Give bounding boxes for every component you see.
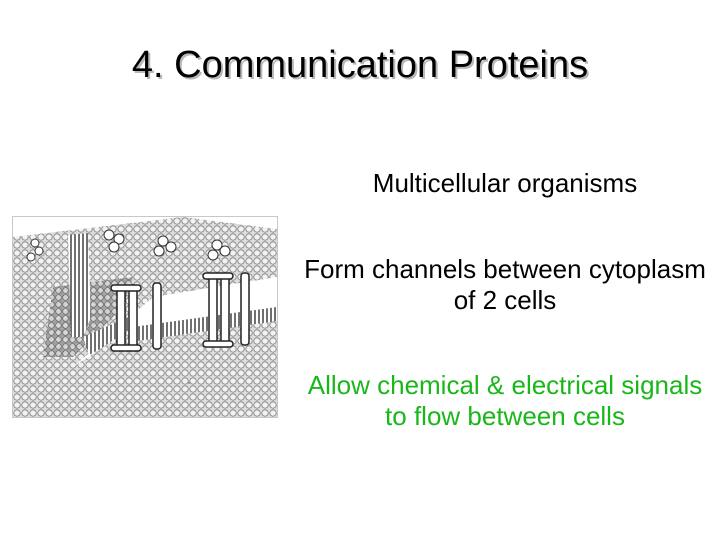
bullet-allow-signals: Allow chemical & electrical signals to f… <box>307 370 703 431</box>
bullet-multicellular: Multicellular organisms <box>372 168 638 198</box>
bullet-form-channels: Form channels between cytoplasm of 2 cel… <box>304 254 706 315</box>
membrane-diagram-icon <box>13 217 277 417</box>
membrane-illustration <box>12 216 278 418</box>
slide-title: 4. Communication Proteins <box>131 44 589 86</box>
